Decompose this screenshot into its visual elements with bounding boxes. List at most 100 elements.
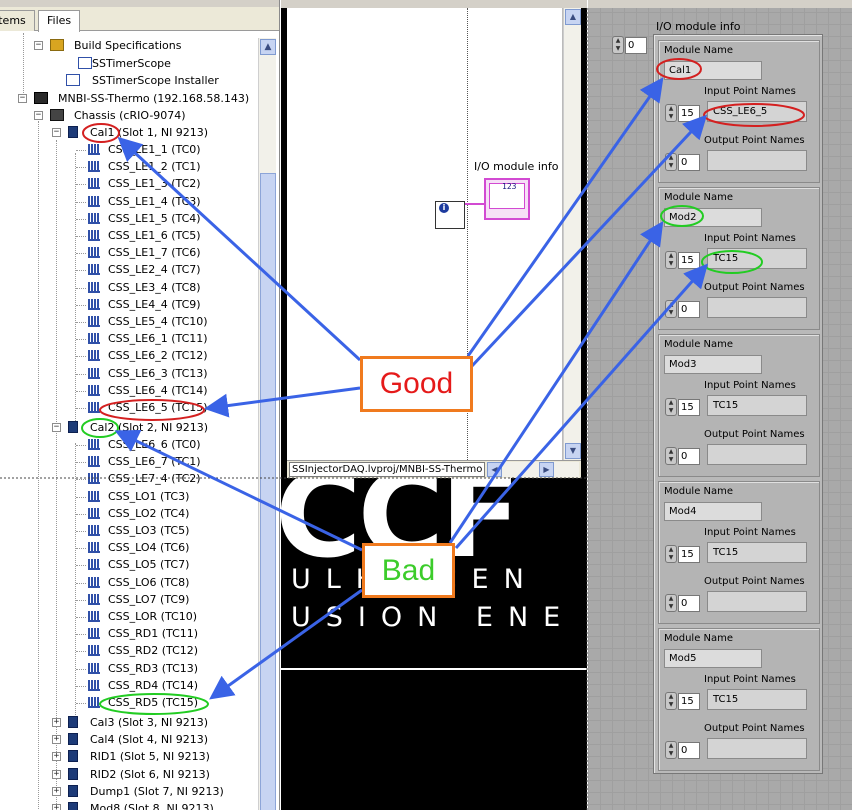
tree-label: Cal4 (Slot 4, NI 9213) bbox=[90, 733, 209, 747]
collapse-icon[interactable]: − bbox=[52, 422, 61, 432]
output-index-value[interactable]: 0 bbox=[678, 154, 700, 171]
tree-label: CSS_LO4 (TC6) bbox=[108, 541, 190, 555]
tree-label: CSS_RD5 (TC15) bbox=[108, 696, 199, 709]
thermocouple-channel-icon bbox=[88, 473, 100, 485]
expand-icon[interactable]: + bbox=[52, 804, 61, 810]
cluster-array-label: I/O module info bbox=[656, 20, 741, 33]
collapse-icon[interactable]: − bbox=[52, 127, 61, 137]
increment-decrement-icon[interactable]: ▲▼ bbox=[612, 36, 624, 54]
input-index-value[interactable]: 15 bbox=[678, 252, 700, 269]
input-index-value[interactable]: 15 bbox=[678, 399, 700, 416]
scroll-up-icon[interactable]: ▲ bbox=[260, 39, 276, 55]
output-names-label: Output Point Names bbox=[704, 576, 805, 587]
tab-items[interactable]: Items bbox=[0, 10, 35, 31]
tree-scrollbar[interactable]: ▲ bbox=[258, 38, 276, 810]
tree-label: CSS_LE1_6 (TC5) bbox=[108, 229, 201, 242]
scrollbar-thumb[interactable] bbox=[260, 173, 276, 810]
background-logo: CCF ULHI CEN USION ENE bbox=[281, 478, 587, 810]
expand-icon[interactable]: + bbox=[52, 768, 61, 779]
cluster-indicator-icon[interactable]: 123 bbox=[484, 178, 530, 220]
thermocouple-channel-icon bbox=[88, 281, 100, 293]
input-point-name-field[interactable]: TC15 bbox=[707, 542, 807, 563]
output-index-value[interactable]: 0 bbox=[678, 742, 700, 759]
input-names-label: Input Point Names bbox=[704, 380, 796, 391]
input-index-control[interactable]: ▲▼15 bbox=[665, 251, 703, 269]
tab-files[interactable]: Files bbox=[38, 10, 81, 32]
increment-decrement-icon[interactable]: ▲▼ bbox=[665, 594, 677, 612]
input-index-value[interactable]: 15 bbox=[678, 105, 700, 122]
collapse-icon[interactable]: − bbox=[34, 40, 43, 50]
increment-decrement-icon[interactable]: ▲▼ bbox=[665, 251, 677, 269]
output-index-value[interactable]: 0 bbox=[678, 301, 700, 318]
input-point-name-field[interactable]: CSS_LE6_5 bbox=[707, 101, 807, 122]
expand-icon[interactable]: + bbox=[52, 717, 61, 727]
output-point-name-field[interactable] bbox=[707, 444, 807, 465]
scroll-right-icon[interactable]: ▶ bbox=[539, 462, 554, 477]
tree-label: CSS_LE1_7 (TC6) bbox=[108, 246, 201, 260]
scroll-left-icon[interactable]: ◀ bbox=[487, 462, 502, 477]
module-name-field[interactable]: Mod3 bbox=[664, 355, 762, 374]
increment-decrement-icon[interactable]: ▲▼ bbox=[665, 398, 677, 416]
wire[interactable] bbox=[465, 203, 485, 205]
module-name-field[interactable]: Mod5 bbox=[664, 649, 762, 668]
input-point-name-field[interactable]: TC15 bbox=[707, 248, 807, 269]
input-point-name-field[interactable]: TC15 bbox=[707, 689, 807, 710]
module-icon bbox=[68, 767, 78, 780]
thermocouple-channel-icon bbox=[88, 456, 100, 468]
output-names-label: Output Point Names bbox=[704, 282, 805, 293]
diagram-vertical-scrollbar[interactable]: ▲ ▼ bbox=[563, 8, 581, 460]
input-index-control[interactable]: ▲▼15 bbox=[665, 545, 703, 563]
output-index-value[interactable]: 0 bbox=[678, 448, 700, 465]
increment-decrement-icon[interactable]: ▲▼ bbox=[665, 545, 677, 563]
scroll-down-icon[interactable]: ▼ bbox=[565, 443, 581, 459]
output-point-name-field[interactable] bbox=[707, 297, 807, 318]
increment-decrement-icon[interactable]: ▲▼ bbox=[665, 741, 677, 759]
tree-label: CSS_LE6_6 (TC0) bbox=[108, 438, 201, 451]
array-index-control[interactable]: ▲▼ 0 bbox=[612, 36, 650, 54]
input-point-name-field[interactable]: TC15 bbox=[707, 395, 807, 416]
expand-icon[interactable]: + bbox=[52, 734, 61, 745]
increment-decrement-icon[interactable]: ▲▼ bbox=[665, 692, 677, 710]
module-name-field[interactable]: Mod4 bbox=[664, 502, 762, 521]
input-index-control[interactable]: ▲▼15 bbox=[665, 398, 703, 416]
module-name-field[interactable]: Mod2 bbox=[664, 208, 762, 227]
output-index-control[interactable]: ▲▼0 bbox=[665, 741, 703, 759]
increment-decrement-icon[interactable]: ▲▼ bbox=[665, 447, 677, 465]
increment-decrement-icon[interactable]: ▲▼ bbox=[665, 104, 677, 122]
collapse-icon[interactable]: − bbox=[34, 110, 43, 120]
input-names-label: Input Point Names bbox=[704, 86, 796, 97]
output-point-name-field[interactable] bbox=[707, 591, 807, 612]
output-index-value[interactable]: 0 bbox=[678, 595, 700, 612]
increment-decrement-icon[interactable]: ▲▼ bbox=[665, 300, 677, 318]
tree-label: Cal3 (Slot 3, NI 9213) bbox=[90, 716, 209, 729]
output-point-name-field[interactable] bbox=[707, 738, 807, 759]
output-index-control[interactable]: ▲▼0 bbox=[665, 300, 703, 318]
output-point-name-field[interactable] bbox=[707, 150, 807, 171]
input-index-value[interactable]: 15 bbox=[678, 693, 700, 710]
scroll-up-icon[interactable]: ▲ bbox=[565, 9, 581, 25]
input-index-value[interactable]: 15 bbox=[678, 546, 700, 563]
thermocouple-channel-icon bbox=[88, 316, 100, 327]
thermocouple-channel-icon bbox=[88, 559, 100, 571]
module-name-field[interactable]: Cal1 bbox=[664, 61, 762, 80]
expand-icon[interactable]: + bbox=[52, 751, 61, 762]
output-index-control[interactable]: ▲▼0 bbox=[665, 594, 703, 612]
array-index-value[interactable]: 0 bbox=[625, 37, 647, 54]
collapse-icon[interactable]: − bbox=[18, 93, 27, 103]
input-index-control[interactable]: ▲▼15 bbox=[665, 104, 703, 122]
output-index-control[interactable]: ▲▼0 bbox=[665, 447, 703, 465]
module-name-label: Module Name bbox=[664, 486, 734, 497]
expand-icon[interactable]: + bbox=[52, 785, 61, 796]
property-node-icon[interactable]: i bbox=[435, 201, 465, 229]
output-index-control[interactable]: ▲▼0 bbox=[665, 153, 703, 171]
diagram-horizontal-scrollbar[interactable]: ◀ ▶ bbox=[487, 462, 579, 477]
input-index-control[interactable]: ▲▼15 bbox=[665, 692, 703, 710]
output-names-label: Output Point Names bbox=[704, 135, 805, 146]
tree-label: CSS_LO6 (TC8) bbox=[108, 575, 190, 589]
thermocouple-channel-icon bbox=[88, 195, 100, 207]
thermocouple-channel-icon bbox=[88, 350, 100, 362]
tree-label: CSS_LE1_3 (TC2) bbox=[108, 177, 201, 191]
increment-decrement-icon[interactable]: ▲▼ bbox=[665, 153, 677, 171]
